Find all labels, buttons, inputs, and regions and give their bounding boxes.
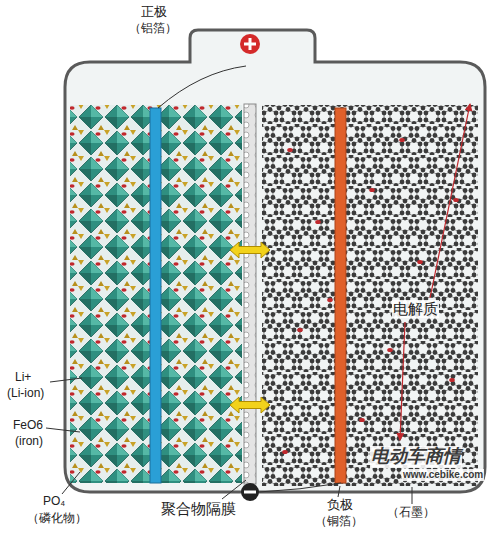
part-name: PO₄ xyxy=(42,494,66,508)
part-name: （铝箔） xyxy=(128,21,178,35)
negative-wire xyxy=(259,483,341,492)
part-name: 电解质 xyxy=(392,300,439,318)
part-name: 聚合物隔膜 xyxy=(160,500,237,518)
battery-housing xyxy=(65,30,485,492)
copper-foil xyxy=(335,108,346,483)
ion-label: Li+ xyxy=(14,370,32,384)
part-name: FeO6 xyxy=(12,418,44,432)
polymer-separator xyxy=(244,104,256,484)
positive-terminal xyxy=(240,34,260,54)
ion-flow-arrow xyxy=(230,242,270,258)
watermark: www.cebike.com xyxy=(402,469,484,481)
ion-label: (Li-ion) xyxy=(6,386,45,400)
part-name: （石墨） xyxy=(386,505,436,519)
part-name: (iron) xyxy=(14,434,44,448)
negative-terminal xyxy=(241,483,259,501)
part-name: 正极 xyxy=(140,4,168,20)
electrolyte-pointers xyxy=(400,104,470,440)
part-name: （磷化物） xyxy=(26,511,88,525)
graphite-anode xyxy=(262,105,478,486)
positive-wire xyxy=(158,66,246,108)
leader-lines xyxy=(46,378,412,504)
aluminium-foil xyxy=(150,108,161,483)
lithium-ions xyxy=(251,138,459,454)
ion-flow-arrow xyxy=(230,397,270,413)
cathode-material xyxy=(70,105,242,483)
part-name: （铜箔） xyxy=(314,514,364,528)
watermark: 电动车商情 xyxy=(370,446,462,468)
part-name: 负极 xyxy=(326,497,354,513)
